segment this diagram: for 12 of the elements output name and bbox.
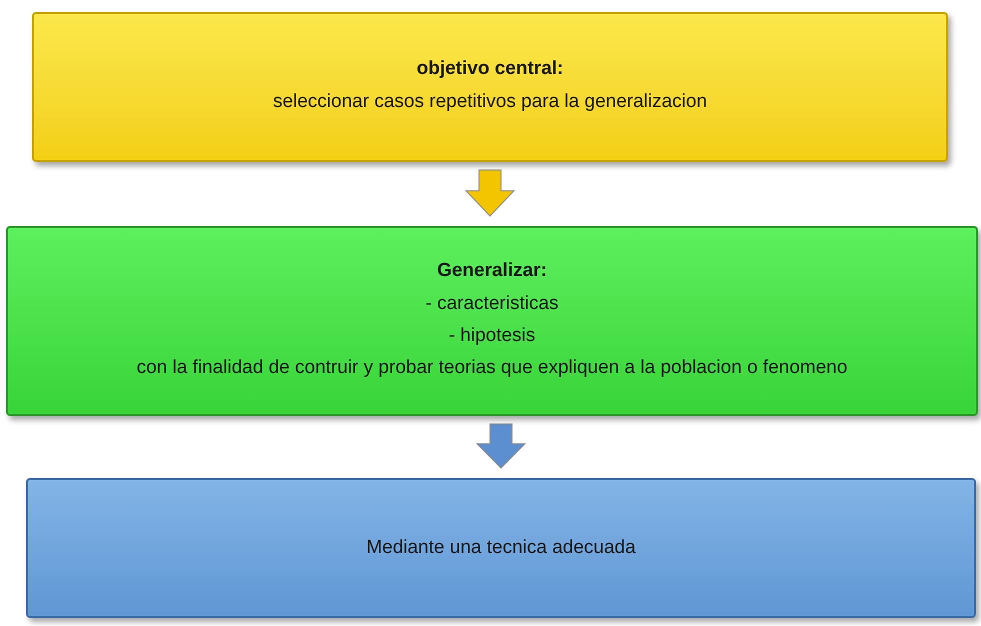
box-heading: Generalizar: bbox=[437, 258, 547, 283]
box-text: seleccionar casos repetitivos para la generalizacion bbox=[272, 90, 708, 114]
down-arrow bbox=[464, 170, 516, 217]
box-text: - hipotesis bbox=[448, 324, 536, 348]
down-arrow bbox=[476, 424, 526, 469]
box-heading: objetivo central: bbox=[416, 56, 564, 81]
process-box bbox=[6, 226, 978, 416]
box-text: Mediante una tecnica adecuada bbox=[366, 536, 636, 560]
box-text: - caracteristicas bbox=[425, 292, 559, 316]
process-box bbox=[32, 12, 948, 162]
process-box bbox=[26, 478, 976, 618]
box-text: con la finalidad de contruir y probar teorias que expliquen a la poblacion o fenomeno bbox=[136, 356, 848, 380]
